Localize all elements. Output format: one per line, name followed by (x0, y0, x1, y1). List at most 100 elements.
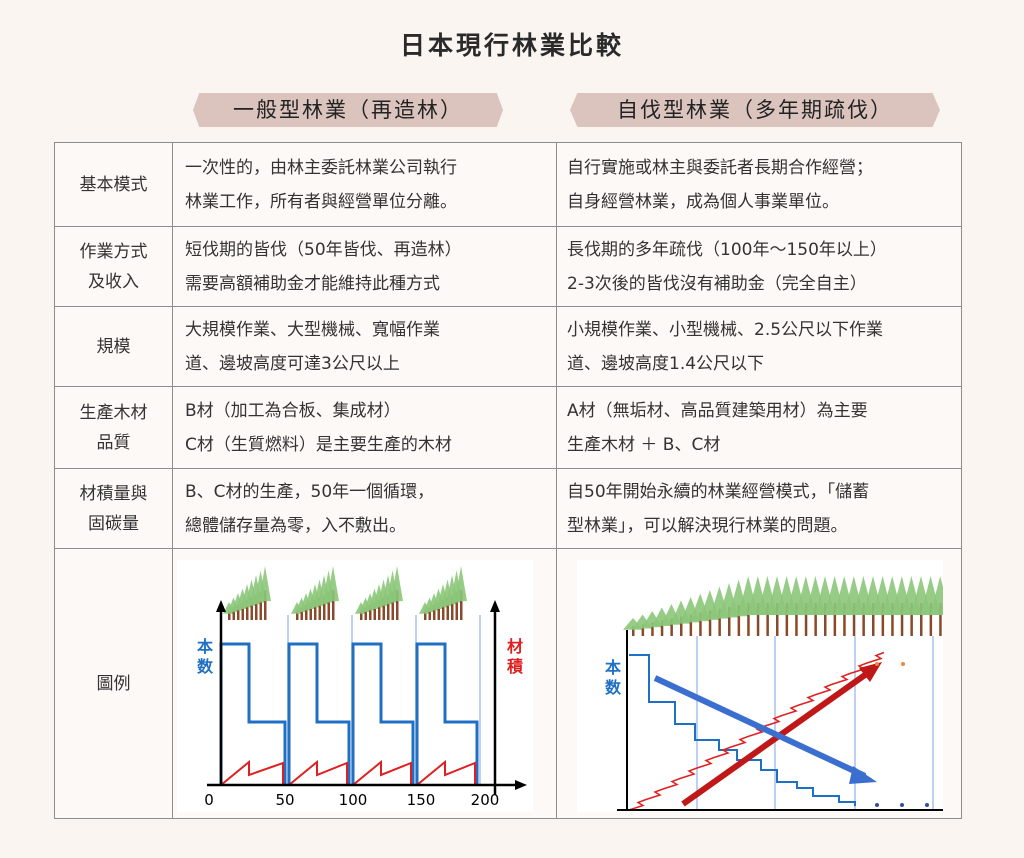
tree-trunk (396, 589, 399, 620)
tree-trunk (824, 602, 827, 636)
cell-text: C材（生質燃料）是主要生產的木材 (185, 434, 452, 455)
cell-text: 自行實施或林主與委託者長期合作經營； (567, 157, 873, 178)
tree-trunk (929, 602, 933, 636)
y-label-left: 本 (605, 658, 621, 677)
cell-text: 長伐期的多年疏伐（100年～150年以上） (567, 239, 887, 260)
cell-text: 規模 (96, 336, 131, 357)
tree-trunk (246, 599, 249, 620)
x-tick-label: 0 (204, 791, 214, 809)
tree-trunk (737, 604, 741, 636)
cell-selfcut: 自行實施或林主與委託者長期合作經營； 自身經營林業，成為個人事業單位。 (556, 142, 962, 227)
tree-trunk (241, 602, 244, 620)
tree-trunk (373, 602, 376, 620)
tree-trunk (852, 602, 856, 636)
tree-count-line (629, 653, 856, 806)
tree-trunk (237, 604, 240, 620)
tree-trunk (804, 602, 808, 636)
tree-count-trend-arrow (653, 674, 867, 779)
cell-text: 自身經營林業，成為個人事業單位。 (567, 191, 839, 212)
tree-trunk (756, 602, 760, 636)
tree-trunk (776, 602, 779, 636)
tree-trunk (843, 602, 846, 636)
cell-label: 基本模式 (54, 142, 173, 227)
cell-selfcut: 自50年開始永續的林業經營模式，「儲蓄型林業」，可以解決現行林業的問題。 (556, 468, 962, 549)
page-title: 日本現行林業比較 (399, 31, 624, 60)
tree-trunk (455, 592, 458, 620)
y-label-left: 数 (197, 657, 214, 676)
x-tick-label: 200 (471, 791, 500, 809)
tree-trunk (318, 597, 321, 620)
tree-trunk (378, 599, 381, 620)
tree-trunk (323, 594, 326, 620)
tree-trunk (910, 602, 913, 636)
tree-trunk (728, 606, 731, 636)
cell-text: 總體儲存量為零，入不敷出。 (185, 515, 406, 536)
y-label-left: 本 (197, 637, 213, 656)
cell-text: 短伐期的皆伐（50年皆伐、再造林） (185, 239, 462, 260)
tree-icon (930, 575, 943, 615)
cell-general: 短伐期的皆伐（50年皆伐、再造林）需要高額補助金才能維持此種方式 (172, 226, 557, 307)
continuation-dot (925, 802, 929, 807)
cell-selfcut: 長伐期的多年疏伐（100年～150年以上） 2-3次後的皆伐沒有補助金（完全自主） (556, 226, 962, 307)
tree-trunk (264, 589, 267, 620)
cell-text: 作業方式 (79, 241, 148, 262)
tree-trunk (651, 621, 654, 636)
continuation-dot (875, 802, 879, 807)
tree-icon (327, 565, 339, 601)
tree-trunk (939, 602, 942, 636)
tree-trunk (872, 602, 875, 636)
tree-icon (391, 565, 403, 601)
cell-text: 材積量與 (79, 483, 148, 504)
cell-general: 大規模作業、大型機械、寬幅作業道、邊坡高度可達3公尺以上 (172, 306, 557, 387)
tree-trunk (228, 609, 231, 620)
tree-trunk (437, 602, 440, 620)
tree-trunk (632, 625, 635, 636)
continuation-dot (900, 802, 904, 807)
y-label-left: 数 (605, 678, 622, 697)
tree-icon (259, 565, 271, 601)
cell-text: 固碳量 (88, 513, 139, 534)
tree-trunk (360, 609, 363, 620)
tree-trunk (232, 607, 235, 620)
tree-trunk (891, 602, 894, 636)
tree-trunk (689, 614, 693, 636)
tree-icon (455, 565, 467, 601)
tree-trunk (747, 602, 750, 636)
tree-icon (939, 602, 943, 615)
table-row: 規模大規模作業、大型機械、寬幅作業道、邊坡高度可達3公尺以上小規模作業、小型機械… (54, 306, 962, 387)
tree-trunk (814, 602, 817, 636)
tree-trunk (833, 602, 837, 636)
tree-trunk (920, 602, 923, 636)
x-tick-label: 150 (407, 791, 436, 809)
column-header-selfcut: 自伐型林業（多年期疏伐） (570, 93, 940, 127)
cell-text: 品質 (96, 432, 131, 453)
volume-line (352, 759, 412, 786)
volume-line (288, 759, 348, 786)
cell-text: 2-3次後的皆伐沒有補助金（完全自主） (567, 273, 867, 294)
x-tick-label: 100 (339, 791, 368, 809)
tree-trunk (670, 617, 673, 636)
tree-trunk (460, 589, 463, 620)
tree-trunk (296, 609, 299, 620)
tree-trunk (314, 599, 317, 620)
tree-trunk (255, 594, 258, 620)
tree-trunk (660, 619, 664, 636)
cell-label: 材積量與固碳量 (54, 468, 173, 549)
column-header-general: 一般型林業（再造林） (193, 93, 503, 127)
table-row: 作業方式及收入短伐期的皆伐（50年皆伐、再造林）需要高額補助金才能維持此種方式長… (54, 226, 962, 307)
tree-count-line (351, 642, 415, 785)
cell-text: 林業工作，所有者與經營單位分離。 (185, 191, 457, 212)
y-label-right: 積 (506, 657, 524, 676)
tree-trunk (387, 594, 390, 620)
cell-text: 一次性的，由林主委託林業公司執行 (185, 157, 457, 178)
cell-text: 生產木材 ＋ B、C材 (567, 434, 721, 455)
tree-trunk (708, 610, 712, 636)
arrow-icon (849, 765, 877, 784)
cell-label: 規模 (54, 306, 173, 387)
table-row: 基本模式一次性的，由林主委託林業公司執行林業工作，所有者與經營單位分離。 自行實施… (54, 142, 962, 227)
tree-trunk (382, 597, 385, 620)
